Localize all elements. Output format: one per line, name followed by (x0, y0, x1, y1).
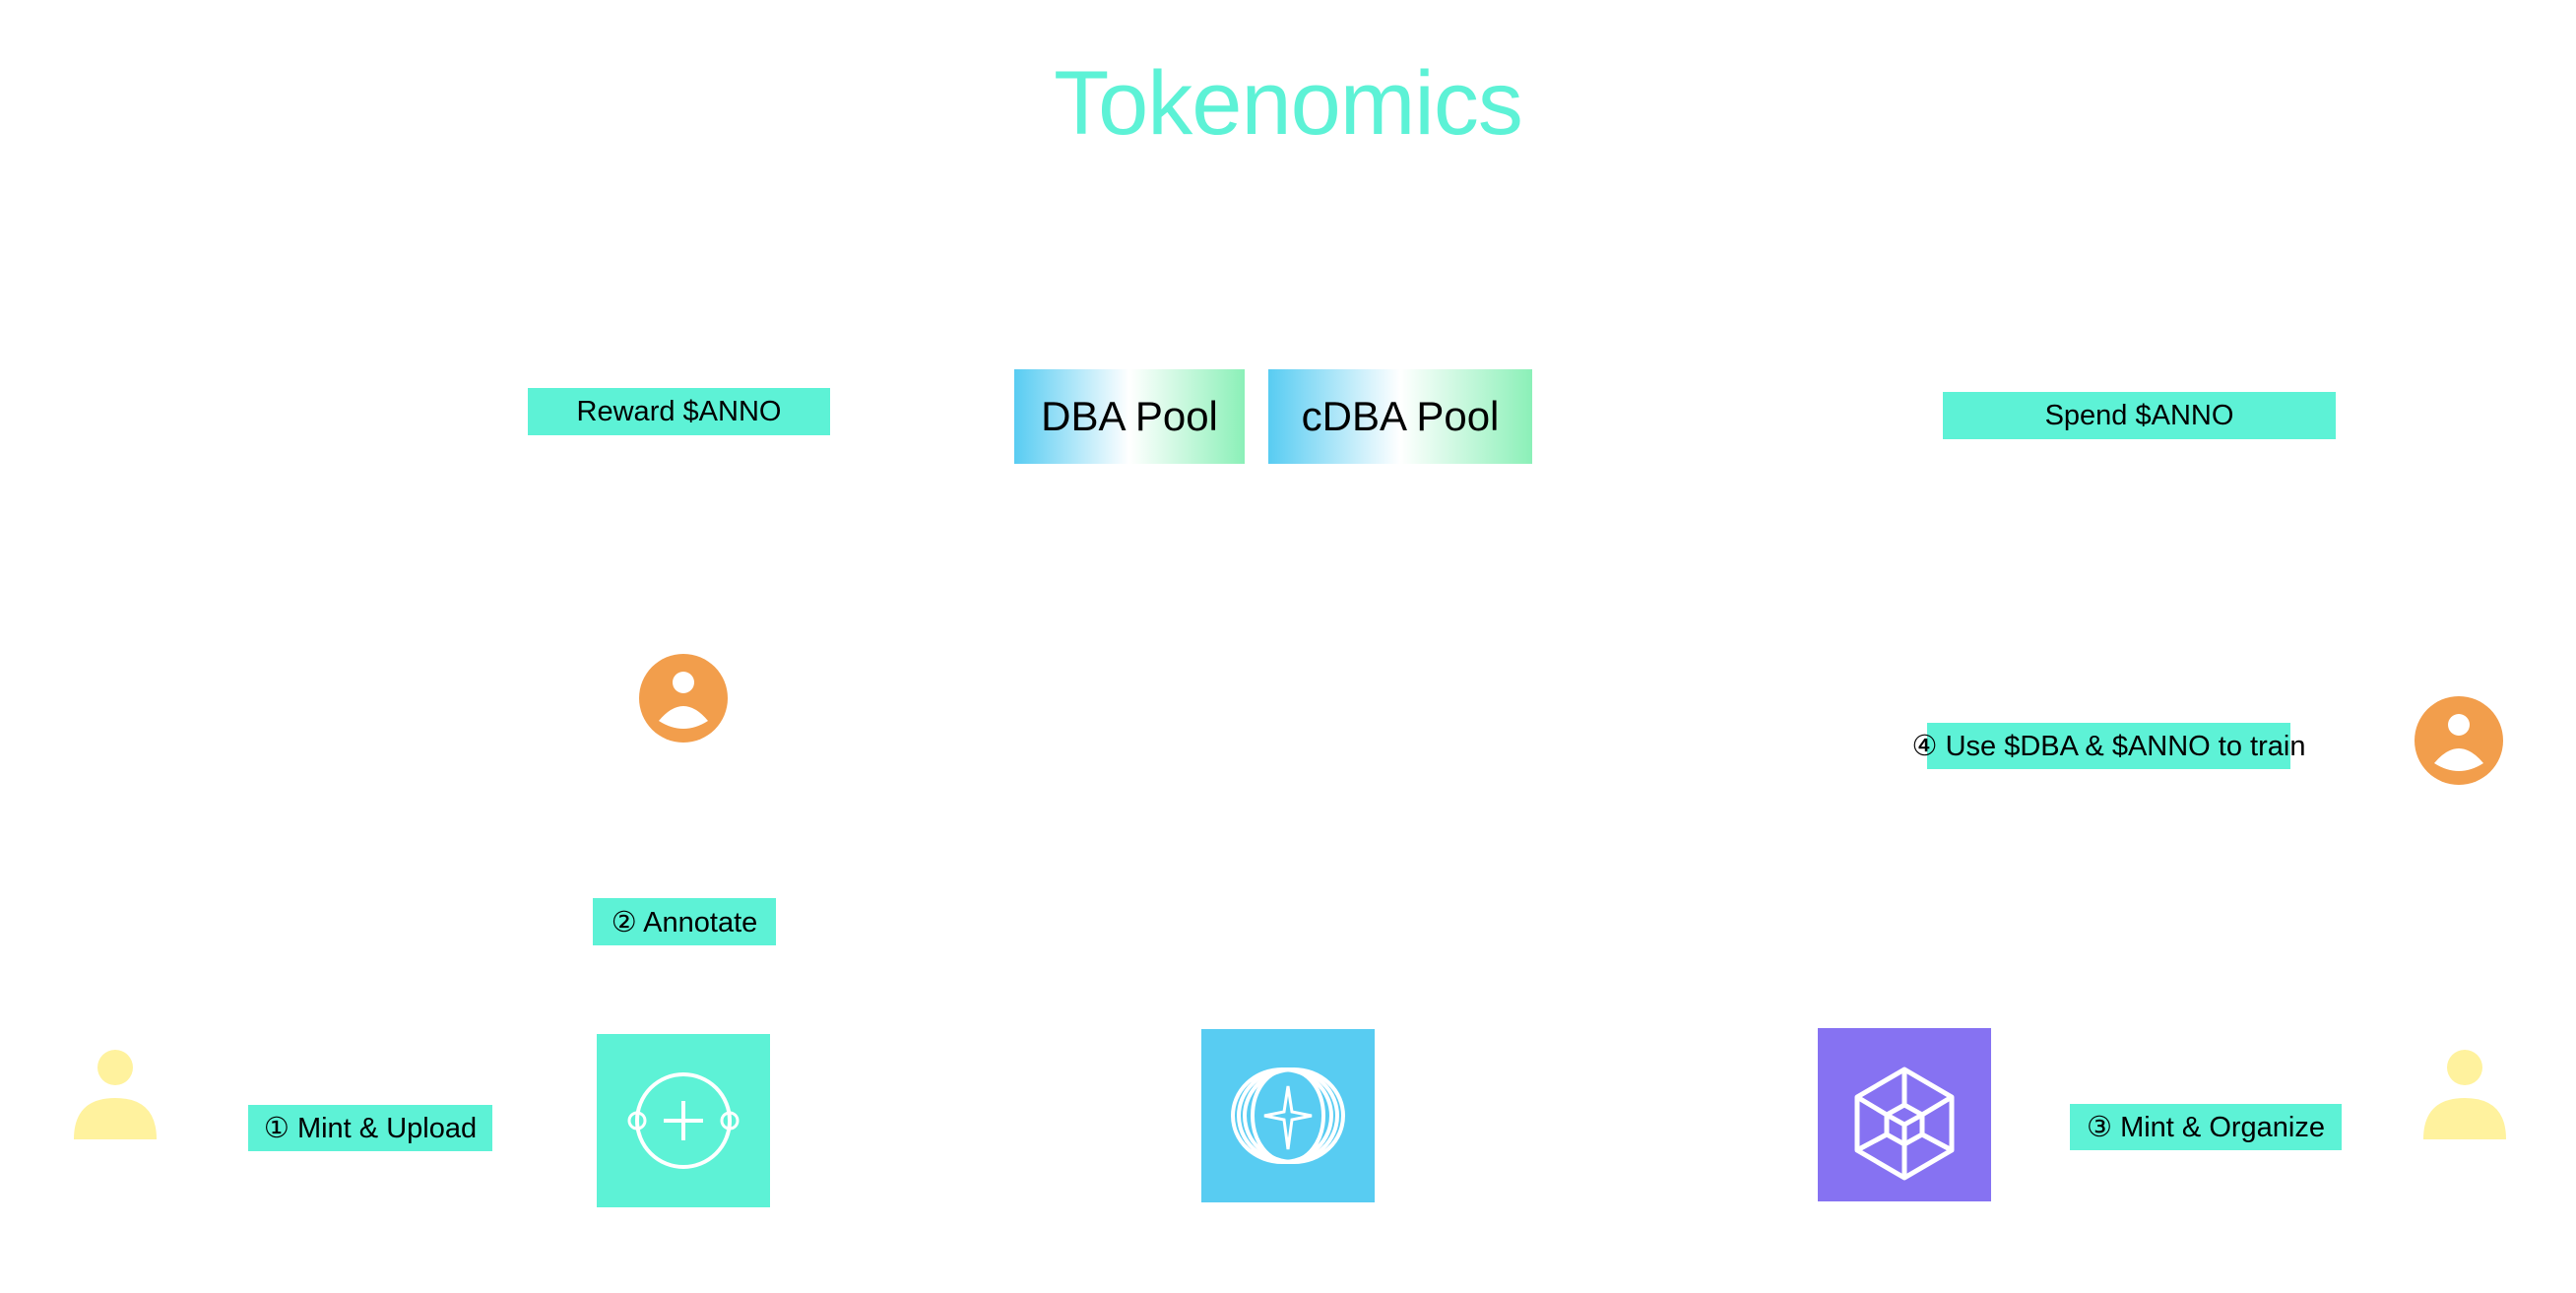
step-train-label: ④ Use $DBA & $ANNO to train (1912, 723, 2305, 769)
spend-anno-label: Spend $ANNO (1943, 392, 2336, 439)
cdba-pool: cDBA Pool (1268, 369, 1532, 464)
step-mint-upload-label: ① Mint & Upload (248, 1105, 492, 1151)
reward-anno-label: Reward $ANNO (528, 388, 830, 435)
organizer-person (2423, 1050, 2506, 1139)
tesseract-cube-icon (1854, 1067, 1955, 1181)
orbit-star-icon (1231, 1067, 1345, 1164)
dataset-tile (1201, 1029, 1375, 1202)
uploader-person (74, 1050, 157, 1139)
person-icon (2423, 1050, 2506, 1139)
cdba-pool-label: cDBA Pool (1301, 393, 1500, 439)
annotator-avatar (639, 654, 728, 743)
user-circle-icon (639, 654, 728, 743)
step-mint-organize-label: ③ Mint & Organize (2070, 1104, 2342, 1150)
person-icon (74, 1050, 157, 1139)
user-circle-icon (2415, 696, 2503, 785)
annotate-tile (597, 1034, 770, 1207)
page-title: Tokenomics (1054, 53, 1523, 154)
dba-pool: DBA Pool (1014, 369, 1245, 464)
step-annotate-label: ② Annotate (593, 898, 776, 945)
trainer-avatar (2415, 696, 2503, 785)
organize-tile (1818, 1028, 1991, 1201)
add-circle-icon (627, 1072, 740, 1169)
dba-pool-label: DBA Pool (1041, 393, 1218, 439)
